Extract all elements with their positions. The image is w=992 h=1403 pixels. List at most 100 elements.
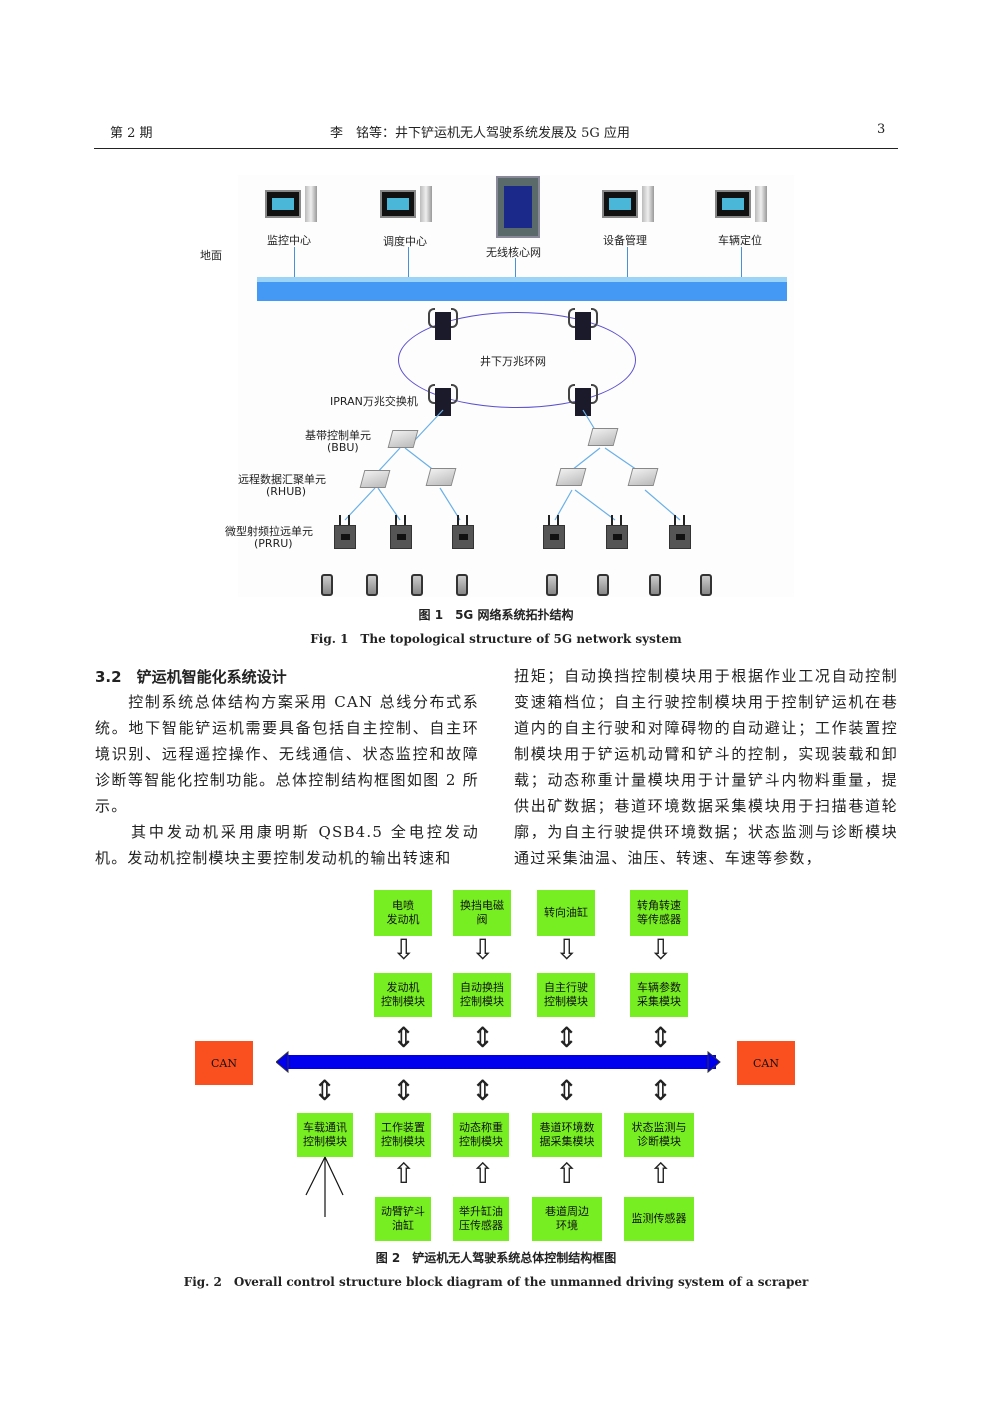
ground-node-label: 车辆定位 — [718, 234, 762, 247]
prru-abbr: (PRRU) — [254, 537, 293, 550]
bidirectional-arrow-icon: ⇕ — [471, 1074, 495, 1107]
page-number: 3 — [877, 122, 886, 137]
source-box: 换挡电磁 阀 — [453, 890, 511, 936]
down-arrow-icon: ⇩ — [471, 933, 495, 966]
rhub-icon — [425, 468, 457, 486]
prru-icon — [334, 515, 356, 549]
phone-icon — [456, 574, 468, 596]
ground-node-label: 设备管理 — [603, 234, 647, 247]
computer-icon — [602, 186, 658, 228]
source-box: 举升缸油 压传感器 — [453, 1197, 509, 1241]
control-module-box: 自主行驶 控制模块 — [537, 973, 595, 1017]
control-module-box: 工作装置 控制模块 — [375, 1113, 431, 1157]
switch-icon — [428, 308, 458, 342]
can-box-left: CAN — [195, 1041, 253, 1085]
prru-icon — [669, 515, 691, 549]
bbu-icon — [387, 430, 419, 448]
ground-node-label: 监控中心 — [267, 234, 311, 247]
bidirectional-arrow-icon: ⇕ — [649, 1021, 673, 1054]
paragraph: 控制系统总体结构方案采用 CAN 总线分布式系统。地下智能铲运机需要具备包括自主… — [95, 693, 479, 815]
bbu-icon — [587, 428, 619, 446]
computer-icon — [715, 186, 771, 228]
running-title: 李 铭等：井下铲运机无人驾驶系统发展及 5G 应用 — [330, 126, 630, 141]
bidirectional-arrow-icon: ⇕ — [471, 1021, 495, 1054]
ground-backbone-bus — [257, 277, 787, 301]
bidirectional-arrow-icon: ⇕ — [555, 1074, 579, 1107]
bbu-label: 基带控制单元 — [305, 429, 371, 442]
prru-icon — [543, 515, 565, 549]
body-text-left: 控制系统总体结构方案采用 CAN 总线分布式系统。地下智能铲运机需要具备包括自主… — [95, 689, 479, 871]
antenna-icon — [305, 1156, 344, 1217]
body-text-right: 扭矩；自动换挡控制模块用于根据作业工况自动控制变速箱档位；自主行驶控制模块用于控… — [514, 667, 898, 867]
control-module-box: 巷道环境数 据采集模块 — [532, 1113, 602, 1157]
control-module-box: 车辆参数 采集模块 — [630, 973, 688, 1017]
core-network-server-icon — [496, 176, 540, 238]
ring-network — [398, 312, 636, 408]
switch-icon — [568, 308, 598, 342]
connector-line — [515, 258, 516, 277]
rhub-icon — [359, 470, 391, 488]
source-box: 转向油缸 — [537, 890, 595, 936]
control-module-box: 发动机 控制模块 — [374, 973, 432, 1017]
computer-icon — [380, 186, 436, 228]
source-box: 动臂铲斗 油缸 — [375, 1197, 431, 1241]
switch-icon — [428, 384, 458, 418]
switch-label: IPRAN万兆交换机 — [330, 395, 418, 408]
rhub-icon — [627, 468, 659, 486]
prru-icon — [452, 515, 474, 549]
connector-line — [294, 247, 295, 277]
down-arrow-icon: ⇩ — [392, 933, 416, 966]
control-module-box: 动态称重 控制模块 — [453, 1113, 509, 1157]
control-module-box: 自动换挡 控制模块 — [453, 973, 511, 1017]
can-bus-arrowheads — [276, 1050, 721, 1074]
rhub-icon — [555, 468, 587, 486]
phone-icon — [321, 574, 333, 596]
phone-icon — [649, 574, 661, 596]
connector-line — [627, 247, 628, 277]
connector-line — [408, 247, 409, 277]
phone-icon — [411, 574, 423, 596]
down-arrow-icon: ⇩ — [555, 933, 579, 966]
bidirectional-arrow-icon: ⇕ — [555, 1021, 579, 1054]
figure-1-caption-cn: 图 1 5G 网络系统拓扑结构 — [418, 608, 574, 622]
issue-number: 第 2 期 — [110, 126, 153, 141]
bidirectional-arrow-icon: ⇕ — [392, 1021, 416, 1054]
control-module-box: 状态监测与 诊断模块 — [624, 1113, 694, 1157]
prru-icon — [606, 515, 628, 549]
paragraph: 其中发动机采用康明斯 QSB4.5 全电控发动机。发动机控制模块主要控制发动机的… — [95, 823, 479, 867]
prru-label: 微型射频拉远单元 — [225, 525, 313, 538]
ground-label: 地面 — [200, 249, 222, 262]
source-box: 巷道周边 环境 — [532, 1197, 602, 1241]
can-box-right: CAN — [737, 1041, 795, 1085]
figure-1-caption-en: Fig. 1 The topological structure of 5G n… — [310, 632, 682, 646]
control-module-box: 车载通讯 控制模块 — [297, 1113, 353, 1157]
phone-icon — [546, 574, 558, 596]
up-arrow-icon: ⇧ — [649, 1157, 673, 1190]
source-box: 电喷 发动机 — [374, 890, 432, 936]
up-arrow-icon: ⇧ — [555, 1157, 579, 1190]
ring-label: 井下万兆环网 — [480, 355, 546, 368]
switch-icon — [568, 384, 598, 418]
computer-icon — [265, 186, 321, 228]
figure-2-caption-cn: 图 2 铲运机无人驾驶系统总体控制结构框图 — [375, 1251, 617, 1265]
up-arrow-icon: ⇧ — [392, 1157, 416, 1190]
link-lines — [344, 409, 681, 521]
bidirectional-arrow-icon: ⇕ — [313, 1074, 337, 1107]
bbu-abbr: (BBU) — [327, 441, 359, 454]
bidirectional-arrow-icon: ⇕ — [649, 1074, 673, 1107]
up-arrow-icon: ⇧ — [471, 1157, 495, 1190]
phone-icon — [700, 574, 712, 596]
down-arrow-icon: ⇩ — [649, 933, 673, 966]
section-heading: 3.2 铲运机智能化系统设计 — [95, 668, 287, 686]
prru-icon — [390, 515, 412, 549]
phone-icon — [366, 574, 378, 596]
source-box: 监测传感器 — [624, 1197, 694, 1241]
can-bus — [284, 1055, 716, 1069]
ground-node-label: 无线核心网 — [486, 246, 541, 259]
rhub-label: 远程数据汇聚单元 — [238, 473, 326, 486]
bidirectional-arrow-icon: ⇕ — [392, 1074, 416, 1107]
connector-line — [741, 247, 742, 277]
figure-2-caption-en: Fig. 2 Overall control structure block d… — [183, 1275, 809, 1289]
header-rule — [94, 148, 898, 149]
rhub-abbr: (RHUB) — [266, 485, 307, 498]
